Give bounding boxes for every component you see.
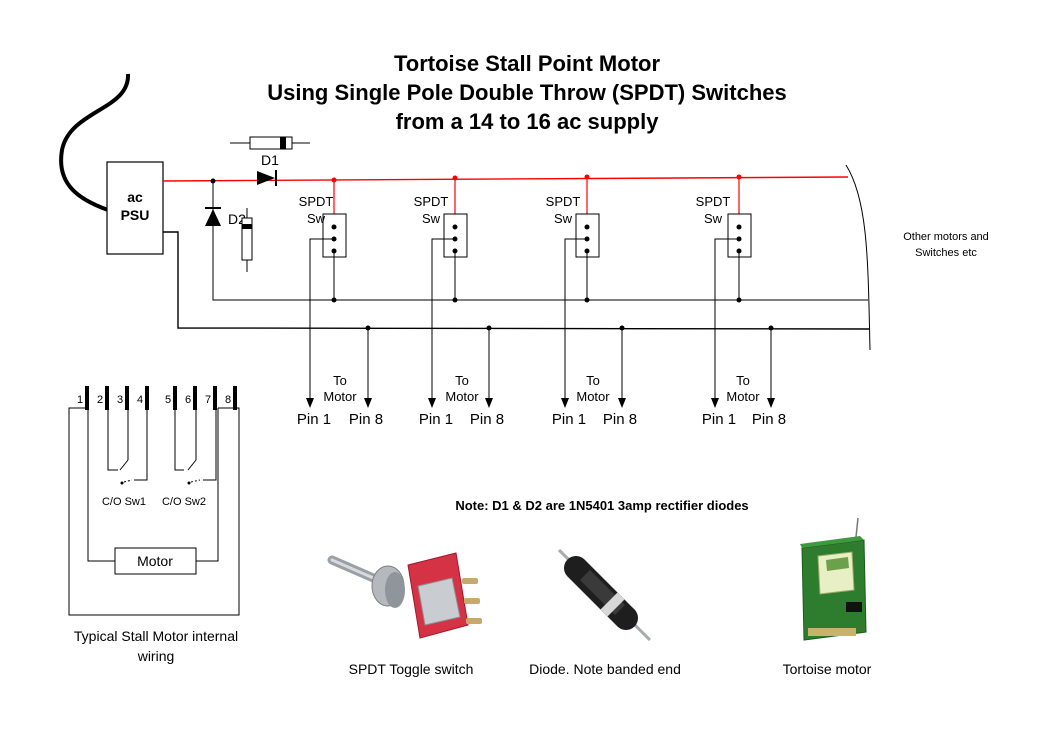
spdt-label: SPDT: [696, 194, 731, 209]
title-line-2: Using Single Pole Double Throw (SPDT) Sw…: [267, 80, 787, 105]
spdt-label: SPDT: [414, 194, 449, 209]
spdt-toggle-photo: [327, 552, 482, 639]
spdt-label: SPDT: [299, 194, 334, 209]
diode-d2: D2: [205, 207, 253, 272]
pin8-label: Pin 8: [349, 411, 383, 428]
spdt-label: SPDT: [546, 194, 581, 209]
arrow-to-pin1: [711, 398, 719, 408]
motor-pin-number: 8: [225, 394, 231, 406]
arrow-to-pin8: [364, 398, 372, 408]
sw-label: Sw: [704, 211, 723, 226]
motor-pin: [145, 386, 149, 410]
pin1-label: Pin 1: [552, 411, 586, 428]
motor-pin: [173, 386, 177, 410]
arrow-to-pin1: [428, 398, 436, 408]
motor-label: Motor: [576, 389, 610, 404]
bus-junction-dot: [331, 297, 337, 303]
arrow-to-pin8: [618, 398, 626, 408]
other-motors-label-1: Other motors and: [903, 231, 989, 243]
outer-wiring-loop: [68, 407, 240, 616]
motor-label: Motor: [445, 389, 479, 404]
bus-junction-dot: [452, 297, 458, 303]
psu-label-ac: ac: [127, 189, 143, 205]
internal-caption-1: Typical Stall Motor internal: [74, 628, 238, 644]
internal-wiring-diagram: 1 2 3 4 5 6 7 8 C/O Sw1 C/O Sw2 Motor Typical S…: [68, 386, 240, 664]
power-cord: [59, 73, 131, 212]
to-label: To: [586, 373, 600, 388]
co-sw2-label: C/O Sw2: [162, 496, 206, 508]
motor-label: Motor: [726, 389, 760, 404]
switch-terminal-dot: [584, 224, 590, 230]
motor-pin-number: 1: [77, 394, 83, 406]
arrow-to-pin8: [767, 398, 775, 408]
motor-pin: [85, 386, 89, 410]
pin1-label: Pin 1: [297, 411, 331, 428]
to-label: To: [736, 373, 750, 388]
arrow-to-pin1: [306, 398, 314, 408]
bus-junction-dot: [736, 297, 742, 303]
psu-label-psu: PSU: [121, 207, 150, 223]
junction-dot: [210, 178, 216, 184]
sw-label: Sw: [422, 211, 441, 226]
red-supply-bus: [162, 176, 849, 182]
motor-pin-number: 5: [165, 394, 171, 406]
ac-psu-box: [106, 161, 164, 255]
toggle-caption: SPDT Toggle switch: [349, 661, 474, 677]
pin8-label: Pin 8: [470, 411, 504, 428]
internal-caption-2: wiring: [137, 648, 175, 664]
diode-d1: D1: [230, 136, 310, 186]
diode-note: Note: D1 & D2 are 1N5401 3amp rectifier …: [455, 498, 748, 513]
diagram-title: Tortoise Stall Point Motor Using Single …: [267, 51, 787, 134]
pin8-label: Pin 8: [603, 411, 637, 428]
other-motors-label-2: Switches etc: [915, 247, 977, 259]
motor-pin: [125, 386, 129, 410]
diode-caption: Diode. Note banded end: [529, 661, 681, 677]
switch-terminal-dot: [736, 224, 742, 230]
motor-pin-number: 2: [97, 394, 103, 406]
pin1-label: Pin 1: [702, 411, 736, 428]
motor-pin: [193, 386, 197, 410]
diode-photo: [557, 548, 652, 642]
motor-pin: [105, 386, 109, 410]
sw-label: Sw: [554, 211, 573, 226]
switch-terminal-dot: [452, 224, 458, 230]
sw-label: Sw: [307, 211, 326, 226]
switch-terminal-dot: [331, 224, 337, 230]
co-sw1-label: C/O Sw1: [102, 496, 146, 508]
pin1-label: Pin 1: [419, 411, 453, 428]
tortoise-caption: Tortoise motor: [783, 661, 872, 677]
arrow-to-pin1: [561, 398, 569, 408]
title-line-3: from a 14 to 16 ac supply: [396, 109, 660, 134]
motor-pin-number: 7: [205, 394, 211, 406]
motor-pins: 1 2 3 4 5 6 7 8: [77, 386, 237, 410]
d1-label: D1: [261, 152, 279, 168]
motor-pin-number: 3: [117, 394, 123, 406]
common-return-bus: [163, 231, 871, 330]
motor-box: [114, 547, 197, 575]
motor-pin: [233, 386, 237, 410]
title-line-1: Tortoise Stall Point Motor: [394, 51, 660, 76]
to-label: To: [455, 373, 469, 388]
motor-pin-number: 4: [137, 394, 143, 406]
arrow-to-pin8: [485, 398, 493, 408]
motor-label: Motor: [137, 553, 173, 569]
bus-junction-dot: [584, 297, 590, 303]
tortoise-motor-photo: [800, 517, 867, 641]
motor-pin: [213, 386, 217, 410]
motor-pin-number: 6: [185, 394, 191, 406]
break-line: [845, 164, 871, 351]
pin8-label: Pin 8: [752, 411, 786, 428]
motor-label: Motor: [323, 389, 357, 404]
to-label: To: [333, 373, 347, 388]
